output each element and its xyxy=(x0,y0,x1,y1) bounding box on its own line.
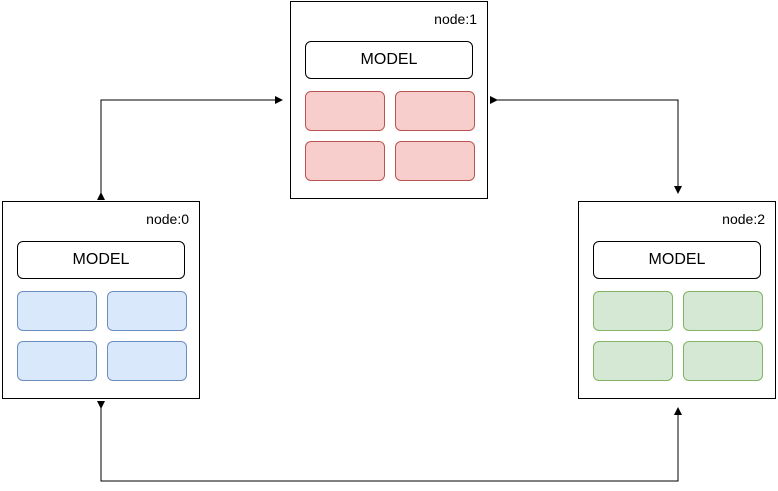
data-cell xyxy=(107,341,187,381)
data-cell xyxy=(17,341,97,381)
data-cell xyxy=(593,291,673,331)
model-box[interactable]: MODEL xyxy=(593,241,761,279)
edge-node1-node2 xyxy=(490,96,682,194)
data-cell xyxy=(305,91,385,131)
edge-node0-node2 xyxy=(97,401,682,482)
node-0[interactable]: node:0 MODEL xyxy=(2,201,200,399)
node-label: node:2 xyxy=(722,211,765,227)
data-cell xyxy=(593,341,673,381)
data-cell xyxy=(17,291,97,331)
data-cell xyxy=(683,341,763,381)
data-cell xyxy=(683,291,763,331)
data-cell xyxy=(305,141,385,181)
node-2[interactable]: node:2 MODEL xyxy=(578,201,776,399)
edge-node0-node1 xyxy=(97,96,283,200)
data-cell xyxy=(395,141,475,181)
data-cell xyxy=(395,91,475,131)
data-cell xyxy=(107,291,187,331)
node-1[interactable]: node:1 MODEL xyxy=(290,1,488,199)
node-label: node:0 xyxy=(146,211,189,227)
model-box[interactable]: MODEL xyxy=(17,241,185,279)
model-box[interactable]: MODEL xyxy=(305,41,473,79)
node-label: node:1 xyxy=(434,11,477,27)
